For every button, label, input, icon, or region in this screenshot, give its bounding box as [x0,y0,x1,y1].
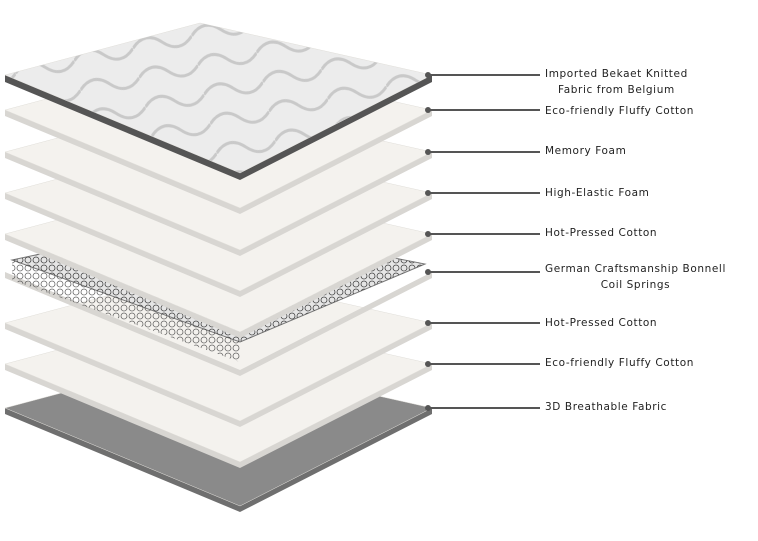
layer-label-line: Eco-friendly Fluffy Cotton [545,105,695,117]
leader-dot [425,361,431,367]
layer-label-line: Hot-Pressed Cotton [545,227,658,239]
layer-label: Hot-Pressed Cotton [545,315,657,331]
layer-label-line: Memory Foam [545,145,627,157]
layer-label-line: Eco-friendly Fluffy Cotton [545,357,695,369]
leader-dot [425,231,431,237]
layer-label: Hot-Pressed Cotton [545,225,657,241]
layer-label: Memory Foam [545,143,626,159]
leader-dot [425,72,431,78]
leader-dot [425,405,431,411]
layer-label-line: Fabric from Belgium [558,84,675,96]
leader-dot [425,107,431,113]
layer-label-line: Coil Springs [600,279,671,291]
layer-label-line: High-Elastic Foam [545,187,650,199]
leader-dot [425,320,431,326]
layer-label: High-Elastic Foam [545,185,649,201]
layer-label: 3D Breathable Fabric [545,399,667,415]
leader-dot [425,149,431,155]
layer-label-line: German Craftsmanship Bonnell [545,263,726,275]
layer-label: Eco-friendly Fluffy Cotton [545,355,694,371]
layer-label-line: 3D Breathable Fabric [545,401,668,413]
leader-dot [425,269,431,275]
leader-dot [425,190,431,196]
layer-label: Eco-friendly Fluffy Cotton [545,103,694,119]
layer-label-line: Hot-Pressed Cotton [545,317,658,329]
layer-label-line: Imported Bekaet Knitted [545,68,688,80]
